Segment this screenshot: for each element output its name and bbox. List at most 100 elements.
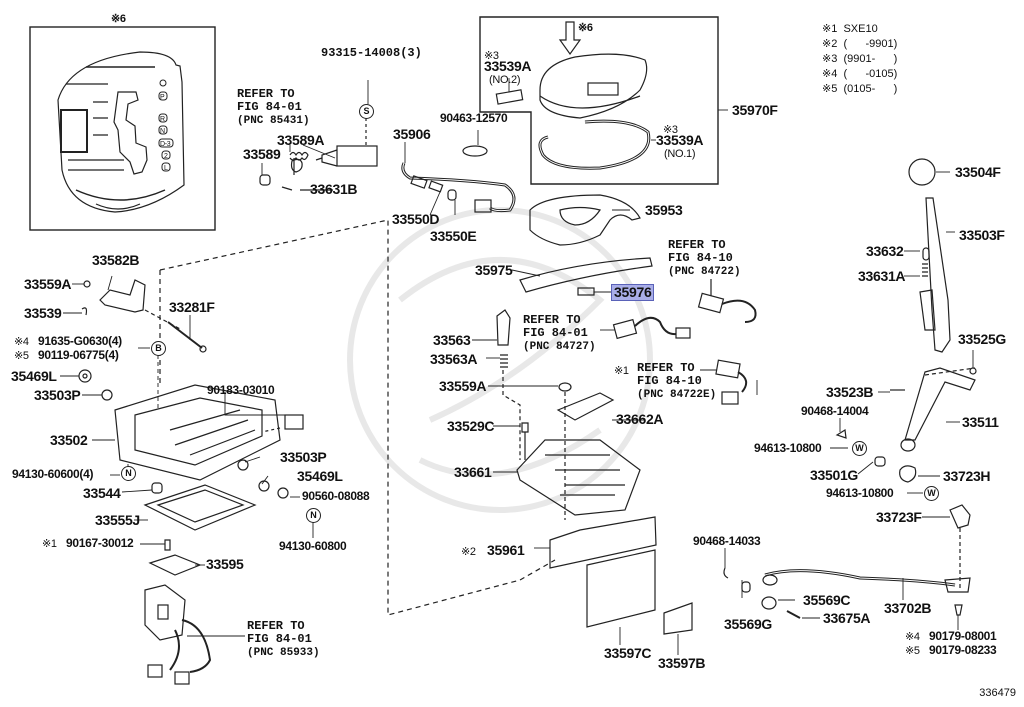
part-label-33631b[interactable]: 33631B (310, 181, 358, 197)
pin-33723f (949, 504, 971, 529)
part-label-35906[interactable]: 35906 (393, 126, 431, 142)
part-label-33563a[interactable]: 33563A (430, 351, 478, 367)
part-label-33550d[interactable]: 33550D (392, 211, 440, 227)
refer-label: REFER TO (237, 87, 295, 101)
part-label-90119-06775[interactable]: 90119-06775(4) (38, 348, 119, 362)
part-label-33539[interactable]: 33539 (24, 305, 62, 321)
plate-33662a (556, 392, 615, 421)
part-label-33661[interactable]: 33661 (454, 464, 492, 480)
part-label-90560-08088[interactable]: 90560-08088 (302, 489, 370, 503)
cover-35953 (529, 194, 641, 246)
pad-35976 (577, 287, 595, 296)
part-label-90463-12570[interactable]: 90463-12570 (440, 111, 508, 125)
refer-fig-link[interactable]: FIG 84-01 (237, 100, 302, 114)
inset-frame (29, 26, 216, 231)
part-label-90468-14004[interactable]: 90468-14004 (801, 404, 869, 418)
part-label-33589[interactable]: 33589 (243, 146, 281, 162)
refer-fig-link[interactable]: FIG 84-10 (637, 374, 702, 388)
part-label-35970f[interactable]: 35970F (732, 102, 778, 118)
part-label-33559a-left[interactable]: 33559A (24, 276, 72, 292)
gear-label-r: R (160, 116, 165, 123)
gear-label-p: P (160, 94, 165, 101)
refer-label: REFER TO (637, 361, 695, 375)
gear-label-n: N (160, 128, 165, 135)
gear-indicator-icons (158, 79, 174, 172)
symbol-n-icon: N (121, 466, 136, 481)
part-label-35569c[interactable]: 35569C (803, 592, 851, 608)
part-label-35975[interactable]: 35975 (475, 262, 513, 278)
assembly-dashed-outline (159, 219, 556, 616)
part-label-33559a-center[interactable]: 33559A (439, 378, 487, 394)
part-label-33503p-top[interactable]: 33503P (34, 387, 81, 403)
legend-item-4: ※4 ( -0105) (822, 68, 898, 80)
part-label-33511[interactable]: 33511 (962, 414, 999, 430)
bushing-33723h (899, 465, 917, 483)
part-label-94613-10800-b[interactable]: 94613-10800 (826, 486, 894, 500)
part-label-33702b[interactable]: 33702B (884, 600, 932, 616)
part-label-90167-30012[interactable]: 90167-30012 (66, 536, 134, 550)
part-label-33582b[interactable]: 33582B (92, 252, 140, 268)
part-label-33589a[interactable]: 33589A (277, 132, 325, 148)
part-label-33632[interactable]: 33632 (866, 243, 904, 259)
part-label-33529c[interactable]: 33529C (447, 418, 495, 434)
part-label-35953[interactable]: 35953 (645, 202, 683, 218)
callout-mark: ※5 (905, 645, 920, 657)
refer-fig-link[interactable]: FIG 84-01 (247, 632, 312, 646)
part-label-33525g[interactable]: 33525G (958, 331, 1007, 347)
part-label-33523b[interactable]: 33523B (826, 384, 874, 400)
part-label-94130-60800[interactable]: 94130-60800 (279, 539, 347, 553)
gear-label-l: L (164, 165, 168, 172)
clip-90463 (462, 145, 488, 157)
refer-fig-link[interactable]: FIG 84-01 (523, 326, 588, 340)
part-label-35961[interactable]: 35961 (487, 542, 525, 558)
group-frame-35970f (479, 16, 719, 185)
part-label-33504f[interactable]: 33504F (955, 164, 1001, 180)
part-label-33539a-no1[interactable]: 33539A (656, 132, 704, 148)
part-label-90183-03010[interactable]: 90183-03010 (207, 383, 275, 397)
refer-pnc: (PNC 84722) (668, 266, 741, 278)
part-label-33555j[interactable]: 33555J (95, 512, 140, 528)
part-label-35569g[interactable]: 35569G (724, 616, 773, 632)
part-label-33631a[interactable]: 33631A (858, 268, 906, 284)
part-label-93315-14008[interactable]: 93315-14008(3) (321, 46, 422, 60)
callout-mark: ※3 (663, 124, 678, 136)
part-label-33550e[interactable]: 33550E (430, 228, 477, 244)
part-label-33662a[interactable]: 33662A (616, 411, 664, 427)
part-label-33723h[interactable]: 33723H (943, 468, 991, 484)
part-label-33723f[interactable]: 33723F (876, 509, 922, 525)
part-label-90179-08001[interactable]: 90179-08001 (929, 629, 997, 643)
part-label-33503p-bottom[interactable]: 33503P (280, 449, 327, 465)
callout-mark: ※5 (14, 350, 29, 362)
part-label-33563[interactable]: 33563 (433, 332, 471, 348)
seal-ring (538, 119, 651, 170)
refer-pnc: (PNC 84727) (523, 341, 596, 353)
gear-label-d3: D-3 (160, 141, 171, 148)
legend-item-5: ※5 (0105- ) (822, 83, 898, 95)
base-33661 (516, 439, 641, 516)
part-label-35976-highlighted[interactable]: 35976 (611, 284, 655, 301)
part-label-33597c[interactable]: 33597C (604, 645, 652, 661)
bracket-33582b (99, 279, 146, 313)
part-label-33539a-no2[interactable]: 33539A (484, 58, 532, 74)
part-label-33597b[interactable]: 33597B (658, 655, 706, 671)
part-label-94130-60600[interactable]: 94130-60600(4) (12, 467, 94, 481)
watermark (347, 207, 653, 513)
rod-33281f (167, 321, 203, 349)
part-label-94613-10800-a[interactable]: 94613-10800 (754, 441, 822, 455)
part-label-90468-14033[interactable]: 90468-14033 (693, 534, 761, 548)
shift-indicator-housing (539, 53, 648, 119)
part-label-33281f[interactable]: 33281F (169, 299, 215, 315)
refer-fig-link[interactable]: FIG 84-10 (668, 251, 733, 265)
part-label-90179-08233[interactable]: 90179-08233 (929, 643, 997, 657)
part-label-33501g[interactable]: 33501G (810, 467, 859, 483)
part-label-35469l-top[interactable]: 35469L (11, 368, 57, 384)
gear-label-2: 2 (164, 153, 168, 160)
tray-33555j (143, 484, 257, 531)
part-label-33675a[interactable]: 33675A (823, 610, 871, 626)
part-label-33595[interactable]: 33595 (206, 556, 244, 572)
part-label-33502[interactable]: 33502 (50, 432, 88, 448)
part-label-33544[interactable]: 33544 (83, 485, 121, 501)
part-label-91635-g0630[interactable]: 91635-G0630(4) (38, 334, 122, 348)
part-label-33503f[interactable]: 33503F (959, 227, 1005, 243)
part-label-35469l-bottom[interactable]: 35469L (297, 468, 343, 484)
